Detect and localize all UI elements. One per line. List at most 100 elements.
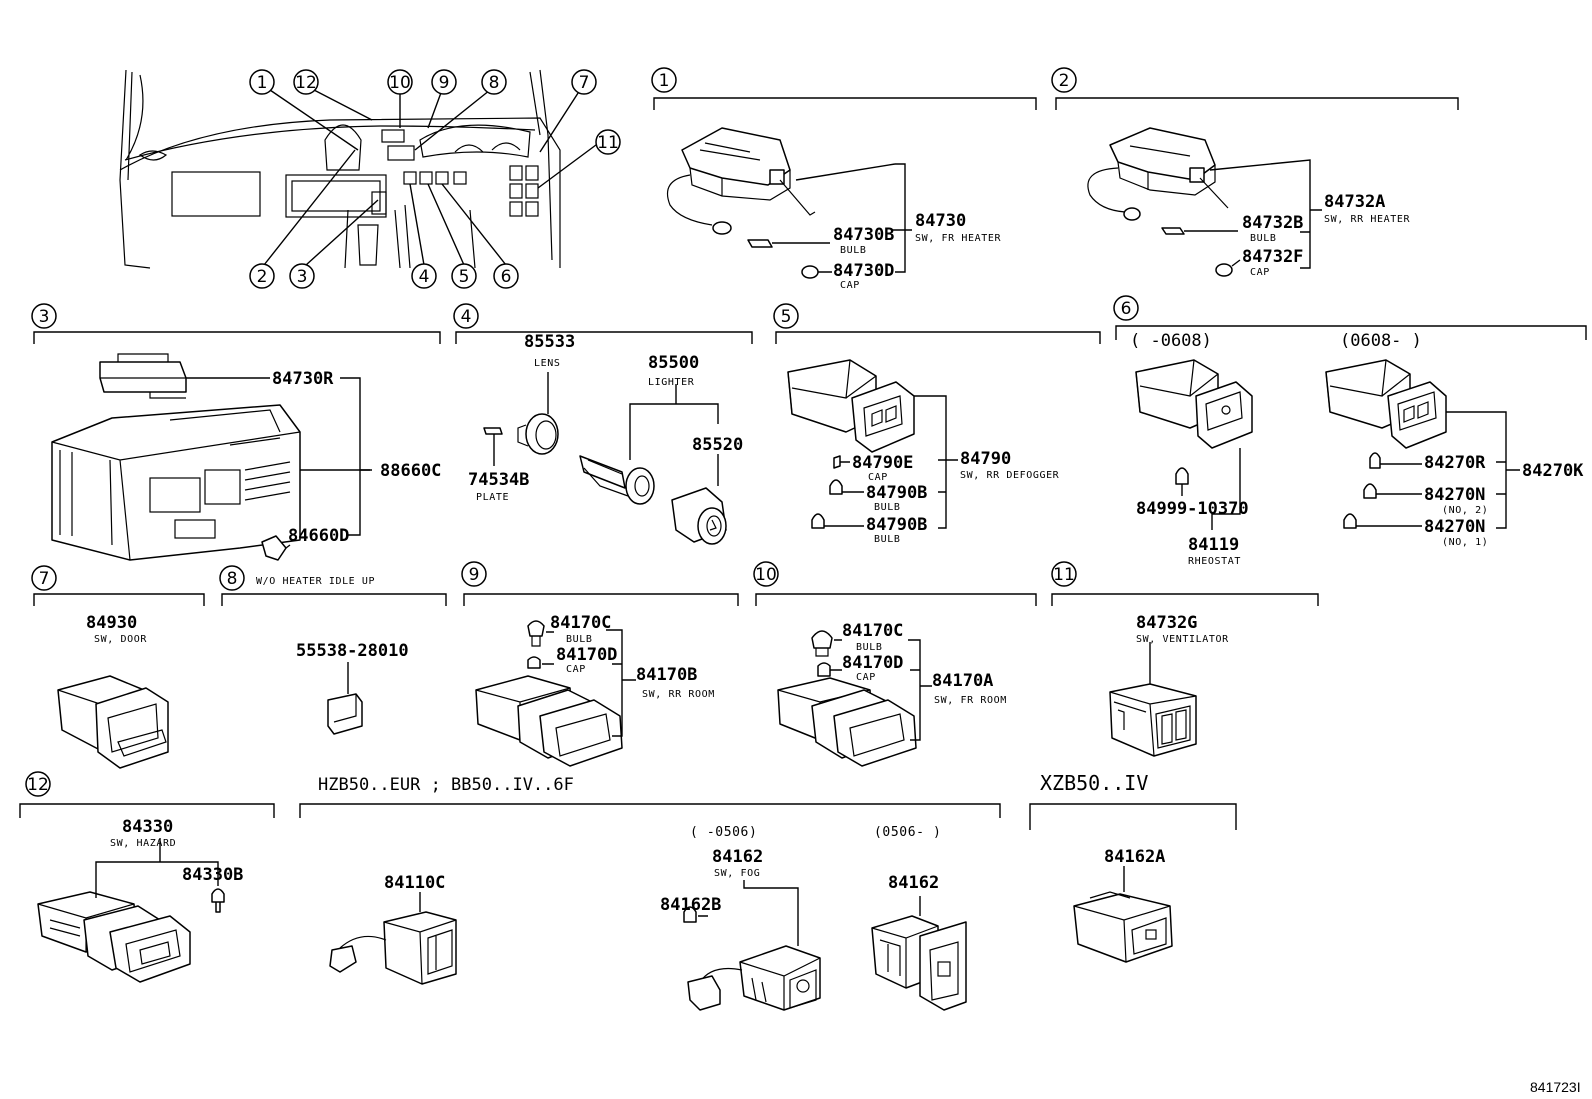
section-7-number: 7 — [39, 569, 50, 589]
desc-84170d-10: CAP — [856, 672, 876, 683]
part-74534b: 74534B — [468, 470, 529, 490]
section-1: 1 84730B BULB 84730 SW, FR HEATER 84730D… — [651, 67, 1037, 291]
section-5-number: 5 — [781, 307, 792, 327]
callout-7: 7 — [579, 73, 590, 93]
desc-84732b: BULB — [1250, 233, 1276, 244]
xzb-header: XZB50..IV — [1040, 771, 1148, 795]
part-84162-new: 84162 — [888, 873, 939, 893]
part-84999-10370: 84999-10370 — [1136, 499, 1249, 519]
part-84732b: 84732B — [1242, 213, 1303, 233]
desc-84930: SW, DOOR — [94, 634, 147, 645]
section-10: 10 84170C BULB 84170D CAP 84170A SW, FR … — [753, 561, 1037, 767]
callout-4: 4 — [419, 267, 430, 287]
part-84730r: 84730R — [272, 369, 334, 389]
part-84270n-1: 84270N — [1424, 517, 1485, 537]
part-84170c-10: 84170C — [842, 621, 903, 641]
section-6-number: 6 — [1121, 299, 1132, 319]
callout-11: 11 — [597, 133, 619, 153]
section-4-number: 4 — [461, 307, 472, 327]
part-84162a: 84162A — [1104, 847, 1165, 867]
desc-74534b: PLATE — [476, 492, 509, 503]
fog-range-right: (0506- ) — [874, 825, 941, 840]
callout-1: 1 — [257, 73, 268, 93]
section-8: 8 W/O HEATER IDLE UP 55538-28010 — [219, 565, 447, 735]
range-right-0608: (0608- ) — [1340, 331, 1422, 351]
part-84730: 84730 — [915, 211, 966, 231]
part-85520: 85520 — [692, 435, 743, 455]
part-84270r: 84270R — [1424, 453, 1486, 473]
desc-84170b: SW, RR ROOM — [642, 689, 715, 700]
part-85533: 85533 — [524, 332, 575, 352]
desc-85533: LENS — [534, 358, 560, 369]
part-84790: 84790 — [960, 449, 1011, 469]
part-84270n-2: 84270N — [1424, 485, 1485, 505]
desc-84790b-1: BULB — [874, 502, 900, 513]
part-84170c-9: 84170C — [550, 613, 611, 633]
part-88660c: 88660C — [380, 461, 441, 481]
callout-9: 9 — [439, 73, 450, 93]
desc-84170c-10: BULB — [856, 642, 882, 653]
desc-84270n-2: (NO, 2) — [1442, 505, 1488, 516]
part-84730b: 84730B — [833, 225, 894, 245]
part-84170b: 84170B — [636, 665, 697, 685]
part-84732a: 84732A — [1324, 192, 1385, 212]
desc-84162: SW, FOG — [714, 868, 760, 879]
part-85500: 85500 — [648, 353, 699, 373]
part-84162-old: 84162 — [712, 847, 763, 867]
section-9: 9 84170C BULB 84170D CAP 84170B SW, RR R… — [461, 561, 739, 767]
callout-5: 5 — [459, 267, 470, 287]
section-12: 12 84330 SW, HAZARD 84330B — [19, 771, 275, 983]
desc-84119: RHEOSTAT — [1188, 556, 1241, 567]
section-11-number: 11 — [1053, 565, 1075, 585]
desc-84790b-2: BULB — [874, 534, 900, 545]
part-84930: 84930 — [86, 613, 137, 633]
desc-84730: SW, FR HEATER — [915, 233, 1001, 244]
desc-84170d-9: CAP — [566, 664, 586, 675]
part-84732f: 84732F — [1242, 247, 1303, 267]
reference-code: 841723I — [1530, 1079, 1581, 1095]
section-4: 4 85533 LENS 85500 LIGHTER 85520 74534B … — [453, 303, 753, 545]
callout-8: 8 — [489, 73, 500, 93]
part-84170d-10: 84170D — [842, 653, 903, 673]
part-84660d: 84660D — [288, 526, 349, 546]
part-84790e: 84790E — [852, 453, 913, 473]
desc-85500: LIGHTER — [648, 377, 695, 388]
callout-2: 2 — [257, 267, 268, 287]
part-84119: 84119 — [1188, 535, 1239, 555]
desc-84732f: CAP — [1250, 267, 1270, 278]
part-84790b-2: 84790B — [866, 515, 927, 535]
section-5: 5 84790E CAP 84790 SW, RR DEFOGGER 84790… — [773, 303, 1101, 545]
section-1-number: 1 — [659, 71, 670, 91]
section-9-number: 9 — [469, 565, 480, 585]
section-10-number: 10 — [755, 565, 777, 585]
desc-84732g: SW, VENTILATOR — [1136, 634, 1229, 645]
section-fog: HZB50..EUR ; BB50..IV..6F ( -0506) (0506… — [299, 775, 1001, 1011]
range-left-0608: ( -0608) — [1130, 331, 1212, 351]
section-3: 3 84730R 88660C 84660D — [31, 303, 441, 561]
overview-callouts: 1 12 10 9 8 7 11 2 3 4 5 6 — [249, 69, 621, 289]
callout-3: 3 — [297, 267, 308, 287]
desc-84790e: CAP — [868, 472, 888, 483]
callout-10: 10 — [389, 73, 411, 93]
callout-6: 6 — [501, 267, 512, 287]
desc-84270n-1: (NO, 1) — [1442, 537, 1488, 548]
desc-84730b: BULB — [840, 245, 866, 256]
section-2-number: 2 — [1059, 71, 1070, 91]
section-2: 2 84732B BULB 84732A SW, RR HEATER 84732… — [1051, 67, 1459, 278]
section-8-number: 8 — [227, 569, 238, 589]
section-3-number: 3 — [39, 307, 50, 327]
section-11: 11 84732G SW, VENTILATOR — [1051, 561, 1319, 757]
part-55538-28010: 55538-28010 — [296, 641, 409, 661]
overview-dashboard — [119, 69, 601, 269]
desc-84170c-9: BULB — [566, 634, 592, 645]
desc-84170a: SW, FR ROOM — [934, 695, 1007, 706]
part-84790b-1: 84790B — [866, 483, 927, 503]
fog-header: HZB50..EUR ; BB50..IV..6F — [318, 775, 574, 795]
section-7: 7 84930 SW, DOOR — [31, 565, 205, 769]
section-6: 6 ( -0608) (0608- ) 84999-10370 84119 RH… — [1113, 295, 1587, 567]
desc-84732a: SW, RR HEATER — [1324, 214, 1410, 225]
section-xzb50: XZB50..IV 84162A — [1029, 771, 1237, 963]
part-84170d-9: 84170D — [556, 645, 617, 665]
part-84732g: 84732G — [1136, 613, 1197, 633]
